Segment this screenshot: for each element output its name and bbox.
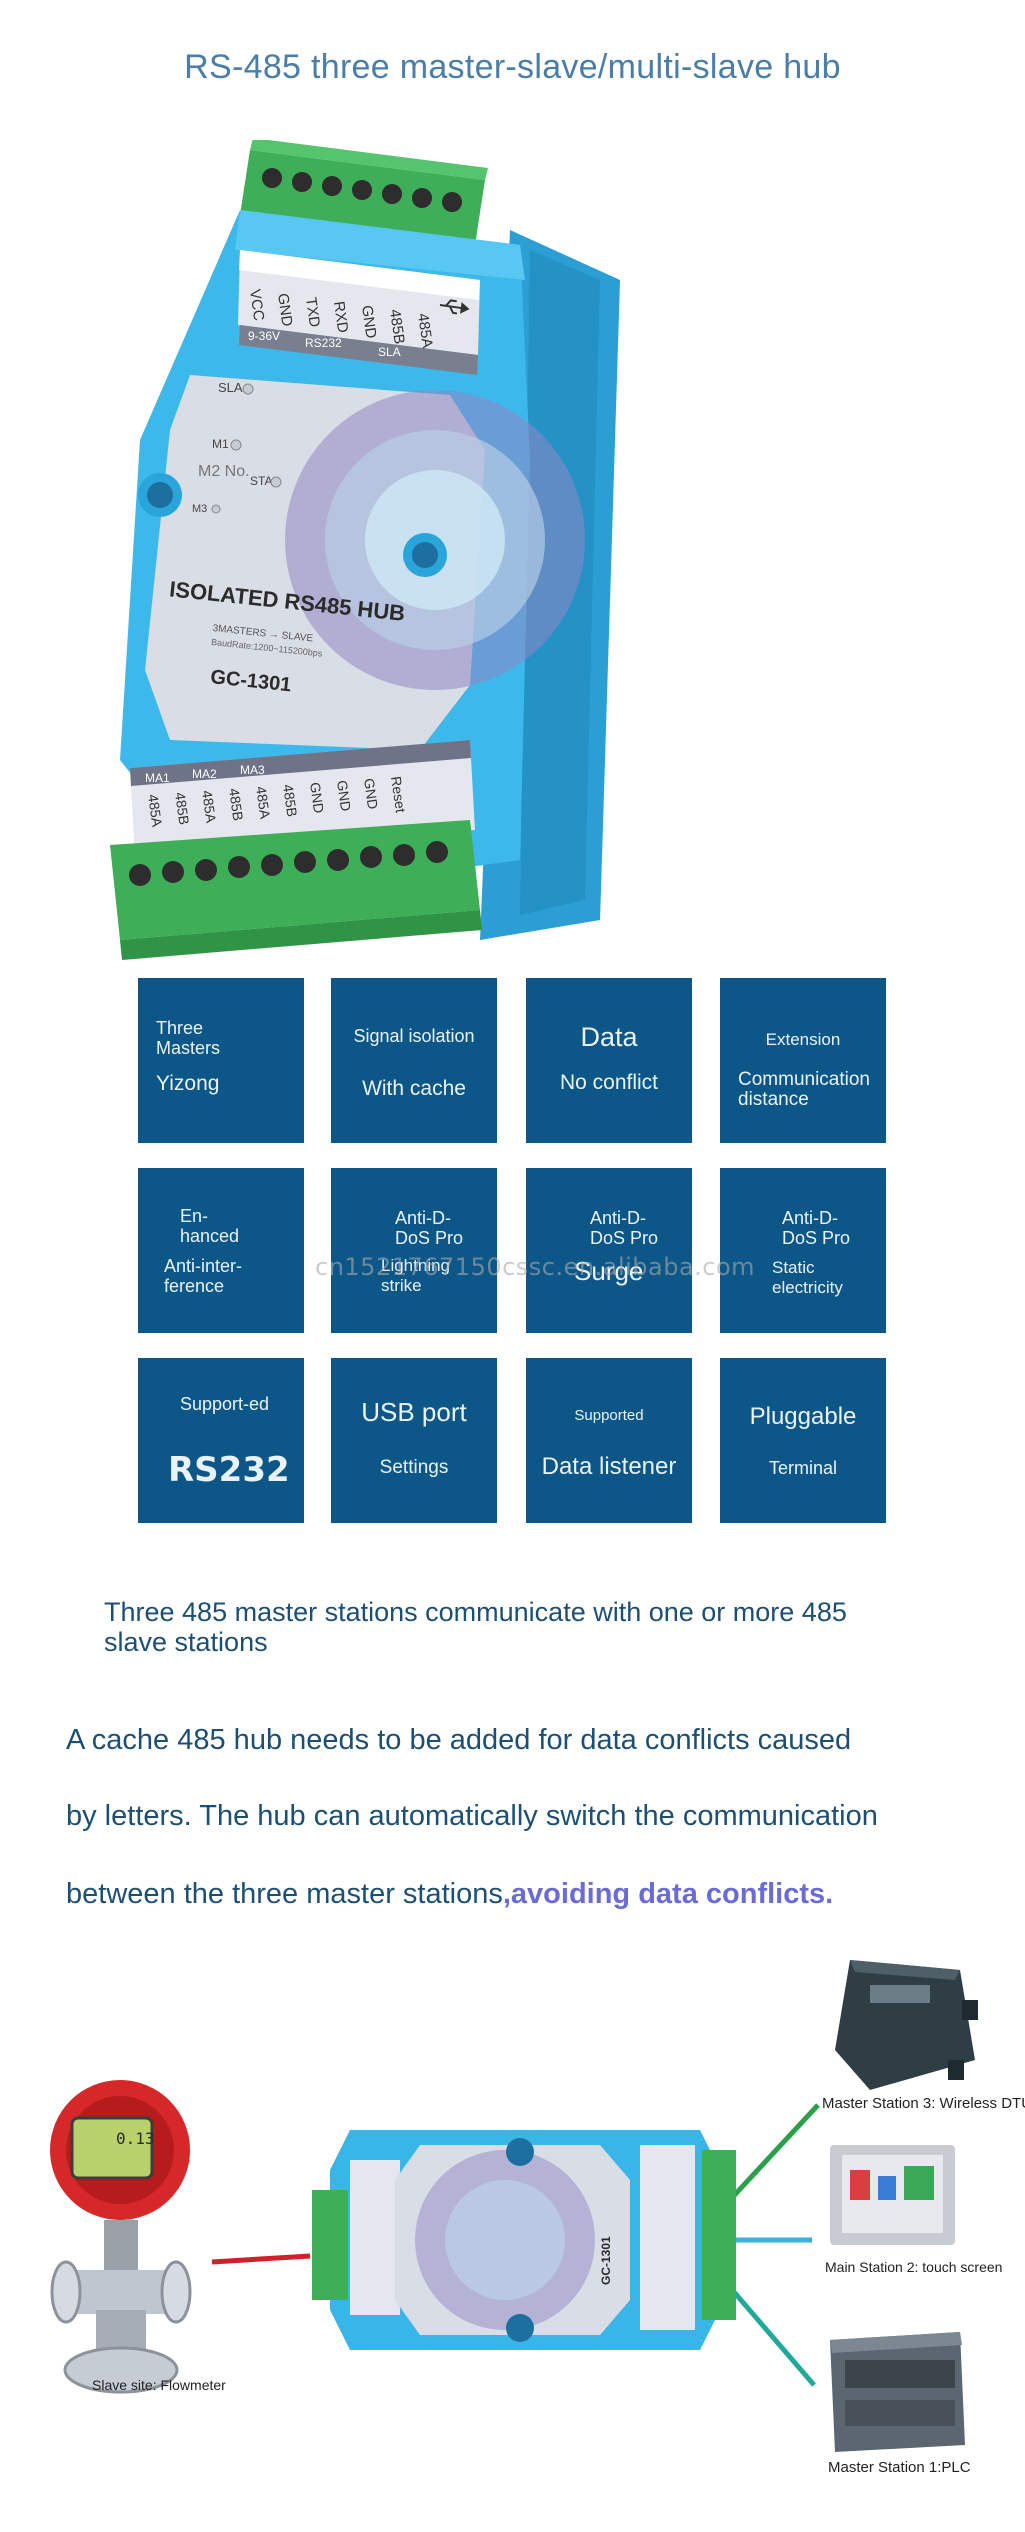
led-label-sla: SLA bbox=[218, 380, 243, 395]
ma3-label: MA3 bbox=[240, 763, 265, 777]
sla-group-label: SLA bbox=[378, 345, 401, 359]
master3-label-text: Master Station 3: Wireless DTU bbox=[822, 2095, 1025, 2112]
feature-line-1: Anti-D-DoS Pro bbox=[590, 1208, 659, 1248]
master3-label: Master Station 3: Wireless DTU bbox=[822, 2095, 1025, 2112]
feature-tile-data-listener: Supported Data listener bbox=[526, 1358, 692, 1523]
feature-line-2: No conflict bbox=[559, 1071, 659, 1094]
flowmeter-image: 0.13 bbox=[50, 2080, 192, 2394]
feature-line-2: Lightning strike bbox=[381, 1256, 451, 1295]
ma2-label: MA2 bbox=[192, 767, 217, 781]
feature-line-1: Anti-D-DoS Pro bbox=[395, 1208, 464, 1248]
feature-line-1: Data bbox=[580, 1022, 638, 1052]
voltage-label: 9-36V bbox=[248, 329, 280, 343]
hub-model-label: GC-1301 bbox=[599, 2236, 613, 2285]
slave-connection-line bbox=[211, 2253, 311, 2265]
feature-tile-extension: Extension Communication distance bbox=[720, 978, 886, 1143]
led-label-m3: M3 bbox=[192, 503, 207, 515]
master1-label: Master Station 1:PLC bbox=[828, 2459, 971, 2476]
paragraph-line-2: by letters. The hub can automatically sw… bbox=[66, 1800, 878, 1832]
led-label-sta: STA bbox=[250, 474, 272, 488]
feature-tile-anti-ddos-lightning: Anti-D-DoS Pro Lightning strike bbox=[331, 1168, 497, 1333]
led-label-m2: M2 No. bbox=[198, 463, 250, 480]
feature-line-2: Communication distance bbox=[738, 1069, 870, 1110]
paragraph-accent: ,avoiding data conflicts. bbox=[502, 1878, 834, 1910]
slave-label: Slave site: Flowmeter bbox=[92, 2377, 226, 2393]
feature-line-1: Three Masters bbox=[156, 1018, 221, 1058]
feature-tile-three-masters: Three Masters Yizong bbox=[138, 978, 304, 1143]
feature-line-2: Surge bbox=[574, 1256, 644, 1286]
hub-product-image: VCC GND TXD RXD GND 485B 485A 9-36V RS23… bbox=[110, 140, 620, 960]
top-terminal-label: VCC bbox=[246, 288, 267, 322]
feature-line-1: Support-ed bbox=[180, 1394, 270, 1414]
bottom-terminal-label: 485B bbox=[280, 783, 300, 818]
bottom-terminal-block bbox=[110, 820, 482, 960]
bottom-terminal-label: 485A bbox=[145, 793, 165, 828]
wireless-dtu-image bbox=[835, 1960, 978, 2090]
bottom-terminal-label: 485A bbox=[253, 785, 273, 820]
bottom-terminal-label: 485A bbox=[199, 789, 219, 824]
usb-icon bbox=[439, 299, 470, 315]
hub-diagram-image: GC-1301 bbox=[312, 2130, 736, 2350]
feature-tile-anti-ddos-static: Anti-D-DoS Pro Static electricity bbox=[720, 1168, 886, 1333]
feature-line-2: With cache bbox=[362, 1077, 466, 1100]
feature-line-2: Terminal bbox=[768, 1458, 838, 1478]
feature-tile-data: Data No conflict bbox=[526, 978, 692, 1143]
master2-label: Main Station 2: touch screen bbox=[825, 2259, 1002, 2275]
feature-line-2: RS232 bbox=[168, 1450, 290, 1490]
feature-line-1: Supported bbox=[574, 1407, 644, 1424]
feature-line-1: Pluggable bbox=[749, 1403, 857, 1430]
bottom-terminal-label: GND bbox=[334, 779, 354, 812]
section-subheading: Three 485 master stations communicate wi… bbox=[104, 1597, 847, 1657]
feature-line-1: Extension bbox=[765, 1030, 841, 1049]
feature-tile-supported-rs232: Support-ed RS232 bbox=[138, 1358, 304, 1523]
paragraph-line-3: between the three master stations,avoidi… bbox=[66, 1878, 996, 1911]
feature-tile-enhanced: En-hanced Anti-inter-ference bbox=[138, 1168, 304, 1333]
feature-tile-pluggable: Pluggable Terminal bbox=[720, 1358, 886, 1523]
feature-line-1: USB port bbox=[361, 1397, 467, 1427]
paragraph-line-3-text: between the three master stations bbox=[66, 1878, 503, 1910]
feature-line-2: Data listener bbox=[541, 1453, 677, 1480]
touch-screen-image bbox=[830, 2145, 955, 2245]
paragraph-line-1: A cache 485 hub needs to be added for da… bbox=[66, 1724, 852, 1756]
top-terminal-label: GND bbox=[274, 292, 295, 328]
front-panel: SLA M1 M2 No. STA M3 ISOLATED RS485 HUB … bbox=[138, 375, 585, 750]
master3-connection-line bbox=[726, 2103, 820, 2204]
feature-tile-signal-isolation: Signal isolation With cache bbox=[331, 978, 497, 1143]
connection-diagram: 0.13 Slave site: Flowmeter GC-1301 Maste… bbox=[50, 1960, 1025, 2476]
top-terminal-label: RXD bbox=[330, 300, 351, 334]
led-label-m1: M1 bbox=[212, 437, 229, 451]
feature-line-2: Settings bbox=[379, 1457, 449, 1478]
bottom-terminal-label: GND bbox=[361, 777, 381, 810]
feature-line-2: Yizong bbox=[156, 1072, 220, 1095]
feature-tile-anti-ddos-surge: Anti-D-DoS Pro Surge bbox=[526, 1168, 692, 1333]
top-label-strip: VCC GND TXD RXD GND 485B 485A 9-36V RS23… bbox=[238, 250, 480, 375]
feature-line-2: Static electricity bbox=[772, 1258, 843, 1297]
feature-tile-usb-port: USB port Settings bbox=[331, 1358, 497, 1523]
top-terminal-label: TXD bbox=[302, 296, 323, 328]
feature-line-1: Signal isolation bbox=[353, 1026, 475, 1046]
feature-line-1: Anti-D-DoS Pro bbox=[782, 1208, 851, 1248]
meter-reading: 0.13 bbox=[116, 2129, 155, 2148]
master1-connection-line bbox=[726, 2283, 816, 2387]
top-terminal-label: 485A bbox=[414, 312, 436, 349]
bottom-terminal-label: GND bbox=[307, 781, 327, 814]
plc-image bbox=[830, 2332, 965, 2452]
watermark: cn1521767150cssc.en.alibaba.com bbox=[315, 1253, 756, 1281]
ma1-label: MA1 bbox=[145, 771, 170, 785]
bottom-terminal-label: Reset bbox=[388, 775, 409, 814]
feature-line-1: En-hanced bbox=[180, 1206, 240, 1246]
top-terminal-label: 485B bbox=[386, 308, 408, 345]
bottom-terminal-label: 485B bbox=[172, 791, 192, 826]
feature-line-2: Anti-inter-ference bbox=[164, 1256, 243, 1296]
page-title: RS-485 three master-slave/multi-slave hu… bbox=[184, 48, 841, 86]
rs232-group-label: RS232 bbox=[305, 336, 342, 350]
bottom-terminal-label: 485B bbox=[226, 787, 246, 822]
top-terminal-label: GND bbox=[358, 304, 379, 340]
